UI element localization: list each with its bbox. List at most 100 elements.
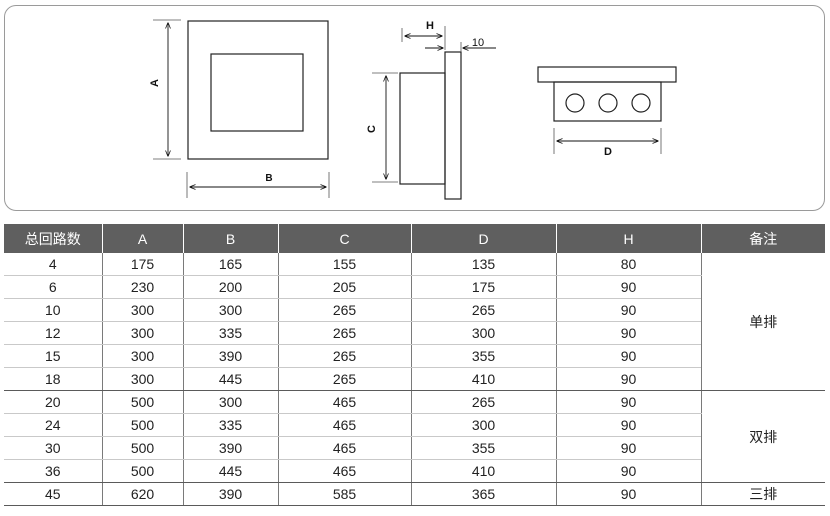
table-row: 45 620 390 585 365 90 三排 xyxy=(4,482,825,506)
cell-d: 355 xyxy=(410,344,556,368)
cell-b: 445 xyxy=(182,459,278,483)
cell-a: 500 xyxy=(101,413,183,437)
cell-d: 365 xyxy=(410,482,556,506)
header-circuit-count: 总回路数 xyxy=(4,224,102,253)
cell-a: 500 xyxy=(101,459,183,483)
cell-circuits: 30 xyxy=(4,436,102,460)
cell-b: 335 xyxy=(182,321,278,345)
cell-b: 390 xyxy=(182,344,278,368)
table-row: 6 230 200 205 175 90 xyxy=(4,275,825,299)
header-b: B xyxy=(182,224,278,253)
cell-a: 230 xyxy=(101,275,183,299)
top-cover-strip xyxy=(537,66,677,83)
cell-c: 465 xyxy=(277,436,411,460)
label-a: A xyxy=(149,79,161,87)
cell-d: 175 xyxy=(410,275,556,299)
cell-h: 90 xyxy=(555,321,701,345)
cell-h: 90 xyxy=(555,367,701,391)
cell-d: 410 xyxy=(410,367,556,391)
cell-c: 265 xyxy=(277,298,411,322)
top-box-body xyxy=(553,81,662,122)
header-c: C xyxy=(277,224,411,253)
cell-h: 90 xyxy=(555,390,701,414)
cell-b: 390 xyxy=(182,436,278,460)
specification-table: 总回路数 A B C D H 备注 4 175 165 155 135 80 单… xyxy=(4,224,825,506)
cell-d: 300 xyxy=(410,321,556,345)
cell-c: 265 xyxy=(277,344,411,368)
cell-h: 90 xyxy=(555,436,701,460)
cell-c: 465 xyxy=(277,413,411,437)
cell-d: 410 xyxy=(410,459,556,483)
label-b: B xyxy=(265,173,272,184)
knockout-hole xyxy=(565,93,585,113)
cell-circuits: 15 xyxy=(4,344,102,368)
front-view-drawing: A B xyxy=(149,19,330,198)
header-remarks: 备注 xyxy=(700,224,825,253)
table-row: 18 300 445 265 410 90 xyxy=(4,367,825,391)
cell-a: 620 xyxy=(101,482,183,506)
table-header-row: 总回路数 A B C D H 备注 xyxy=(4,224,825,253)
cell-circuits: 6 xyxy=(4,275,102,299)
table-row: 12 300 335 265 300 90 xyxy=(4,321,825,345)
table-row: 20 500 300 465 265 90 双排 xyxy=(4,390,825,483)
cell-remarks-double-row: 双排 xyxy=(700,390,825,483)
table-row: 30 500 390 465 355 90 xyxy=(4,436,825,460)
cell-circuits: 18 xyxy=(4,367,102,391)
cell-d: 135 xyxy=(410,253,556,276)
table-row: 36 500 445 465 410 90 xyxy=(4,459,825,483)
cell-circuits: 12 xyxy=(4,321,102,345)
cell-a: 300 xyxy=(101,298,183,322)
label-c: C xyxy=(366,125,378,133)
cell-a: 300 xyxy=(101,367,183,391)
table-row: 24 500 335 465 300 90 xyxy=(4,413,825,437)
cell-h: 90 xyxy=(555,298,701,322)
cell-b: 300 xyxy=(182,390,278,414)
label-thickness: 10 xyxy=(472,37,484,49)
cell-b: 445 xyxy=(182,367,278,391)
cell-d: 265 xyxy=(410,390,556,414)
header-h: H xyxy=(555,224,701,253)
cell-c: 265 xyxy=(277,367,411,391)
front-inner-window xyxy=(210,53,304,132)
top-view-drawing: D xyxy=(537,66,677,158)
table-row: 10 300 300 265 265 90 xyxy=(4,298,825,322)
cell-d: 300 xyxy=(410,413,556,437)
cell-circuits: 36 xyxy=(4,459,102,483)
cell-a: 500 xyxy=(101,436,183,460)
cell-c: 465 xyxy=(277,390,411,414)
cell-h: 90 xyxy=(555,482,701,506)
cell-b: 335 xyxy=(182,413,278,437)
cell-a: 175 xyxy=(101,253,183,276)
cell-h: 90 xyxy=(555,275,701,299)
cell-h: 90 xyxy=(555,413,701,437)
table-row: 4 175 165 155 135 80 单排 xyxy=(4,253,825,391)
cell-circuits: 10 xyxy=(4,298,102,322)
cell-c: 265 xyxy=(277,321,411,345)
cell-c: 205 xyxy=(277,275,411,299)
header-d: D xyxy=(410,224,556,253)
side-box-body xyxy=(399,72,446,185)
cell-remarks-triple-row: 三排 xyxy=(700,482,825,506)
cell-remarks-single-row: 单排 xyxy=(700,253,825,391)
cell-h: 90 xyxy=(555,344,701,368)
cell-b: 390 xyxy=(182,482,278,506)
dimension-drawings: A B H 10 C xyxy=(149,19,677,200)
cell-b: 300 xyxy=(182,298,278,322)
cell-c: 155 xyxy=(277,253,411,276)
cell-circuits: 45 xyxy=(4,482,102,506)
diagram-panel: A B H 10 C xyxy=(4,5,825,211)
cell-circuits: 24 xyxy=(4,413,102,437)
table-row: 15 300 390 265 355 90 xyxy=(4,344,825,368)
cell-h: 90 xyxy=(555,459,701,483)
cell-a: 300 xyxy=(101,344,183,368)
cell-b: 200 xyxy=(182,275,278,299)
cell-d: 265 xyxy=(410,298,556,322)
cell-a: 500 xyxy=(101,390,183,414)
cell-c: 585 xyxy=(277,482,411,506)
header-a: A xyxy=(101,224,183,253)
label-d: D xyxy=(604,146,612,158)
cell-a: 300 xyxy=(101,321,183,345)
side-cover-plate xyxy=(444,51,462,200)
cell-b: 165 xyxy=(182,253,278,276)
cell-d: 355 xyxy=(410,436,556,460)
